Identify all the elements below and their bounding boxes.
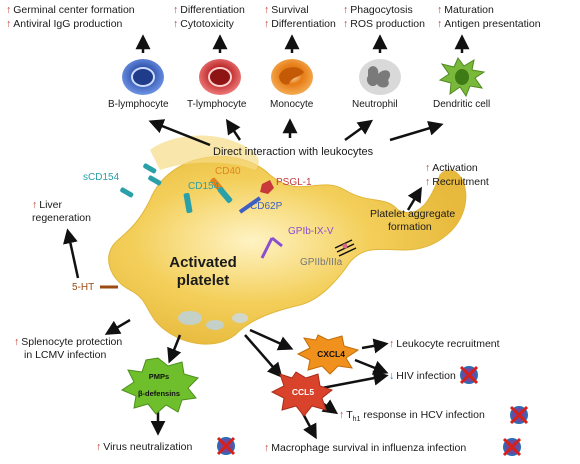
ccl5-label: CCL5	[291, 387, 315, 397]
scd154-label: sCD154	[83, 172, 120, 183]
splenocyte-label-2: in LCMV infection	[24, 349, 107, 361]
arrow-to-cxcl4	[249, 328, 294, 351]
th1-response-label: Th1 response in HCV infection	[339, 409, 485, 426]
defensins-label: β-defensins	[137, 389, 181, 398]
crossed-virus-icon	[509, 405, 529, 425]
t-lymphocyte-icon	[199, 59, 241, 95]
arrow-to-ccl5	[244, 334, 283, 378]
t-lymphocyte-label: T-lymphocyte	[187, 99, 247, 110]
gpib-receptor	[260, 236, 283, 259]
neutrophil-effect: ROS production	[343, 18, 425, 30]
platelet-granule	[232, 313, 248, 323]
monocyte-effect: Differentiation	[264, 18, 336, 30]
5ht-label: 5-HT	[72, 282, 95, 293]
crossed-virus-icon	[459, 365, 479, 385]
arrow-to-neutrophil	[344, 119, 374, 142]
scd154-fragment	[143, 163, 157, 174]
pmps-label: PMPs	[148, 372, 170, 381]
arrow-aggregate-activation	[406, 186, 422, 211]
arrow-to-liver	[63, 228, 80, 279]
dendritic-effect: Antigen presentation	[437, 18, 540, 30]
activated-platelet-title-1: Activated	[169, 254, 237, 271]
aggregate-effect: Recruitment	[425, 176, 489, 188]
monocyte-label: Monocyte	[270, 99, 314, 110]
monocyte-icon	[271, 59, 313, 95]
activated-platelet-shape	[108, 155, 467, 345]
neutrophil-label: Neutrophil	[352, 99, 398, 110]
scd154-fragment	[148, 175, 162, 186]
activated-platelet-title-2: platelet	[176, 272, 230, 289]
platelet-pseudopod	[150, 135, 259, 170]
t-cell-effect: Differentiation	[173, 4, 245, 16]
liver-label-2: regeneration	[32, 212, 91, 224]
platelet-granule	[178, 311, 202, 325]
psgl1-receptor	[260, 180, 274, 194]
t-cell-effect: Cytotoxicity	[173, 18, 234, 30]
aggregate-label-1: Platelet aggregate	[370, 208, 456, 220]
b-cell-effect: Antiviral IgG production	[6, 18, 122, 30]
arrow-to-pmps	[167, 334, 182, 364]
cxcl4-burst	[296, 334, 360, 375]
cd154-receptor	[217, 186, 233, 204]
arrow-to-dendritic	[389, 121, 444, 142]
psgl1-label: PSGL-1	[276, 177, 312, 188]
crossed-virus-icon	[502, 437, 522, 457]
cd40-label: CD40	[215, 166, 241, 177]
hiv-infection-label: HIV infection	[389, 370, 456, 382]
arrow-to-b-cell	[148, 119, 211, 147]
cd62p-label: CD62P	[250, 201, 283, 212]
neutrophil-icon	[359, 59, 401, 95]
dendritic-cell-label: Dendritic cell	[433, 99, 491, 110]
leukocyte-recruitment-label: Leukocyte recruitment	[389, 338, 499, 350]
pmps-defensins-burst	[120, 357, 199, 415]
b-lymphocyte-icon	[122, 59, 164, 95]
dendritic-effect: Maturation	[437, 4, 494, 16]
b-cell-effect: Germinal center formation	[6, 4, 134, 16]
dendritic-cell-icon	[438, 57, 486, 98]
gpiib-dot	[342, 243, 348, 249]
b-lymphocyte-label: B-lymphocyte	[108, 99, 169, 110]
aggregate-label-2: formation	[388, 221, 432, 233]
scd154-fragment	[120, 187, 134, 198]
gpiib-label: GPIIb/IIIa	[300, 257, 343, 268]
direct-interaction-label: Direct interaction with leukocytes	[213, 146, 374, 158]
virus-neutralization-label: Virus neutralization	[96, 441, 192, 453]
neutrophil-effect: Phagocytosis	[343, 4, 412, 16]
gpib-label: GPIb-IX-V	[288, 226, 334, 237]
cxcl4-label: CXCL4	[317, 349, 345, 359]
liver-label-1: Liver	[32, 199, 62, 211]
cd154-label: CD154	[188, 181, 220, 192]
arrow-ccl5-hiv	[321, 370, 389, 390]
ccl5-burst	[270, 371, 334, 417]
arrow-cxcl4-recruitment	[361, 338, 389, 354]
crossed-virus-icon	[216, 436, 236, 456]
arrow-to-splenocyte	[104, 318, 131, 335]
cd154-receptor	[183, 192, 193, 214]
macrophage-survival-label: Macrophage survival in influenza infecti…	[264, 442, 466, 454]
platelet-granule	[206, 320, 224, 330]
aggregate-effect: Activation	[425, 162, 478, 174]
arrow-cxcl4-hiv	[354, 358, 389, 375]
cd62p-receptor	[238, 196, 262, 214]
monocyte-effect: Survival	[264, 4, 308, 16]
splenocyte-label-1: Splenocyte protection	[14, 336, 122, 348]
arrow-to-t-cell	[225, 118, 242, 141]
